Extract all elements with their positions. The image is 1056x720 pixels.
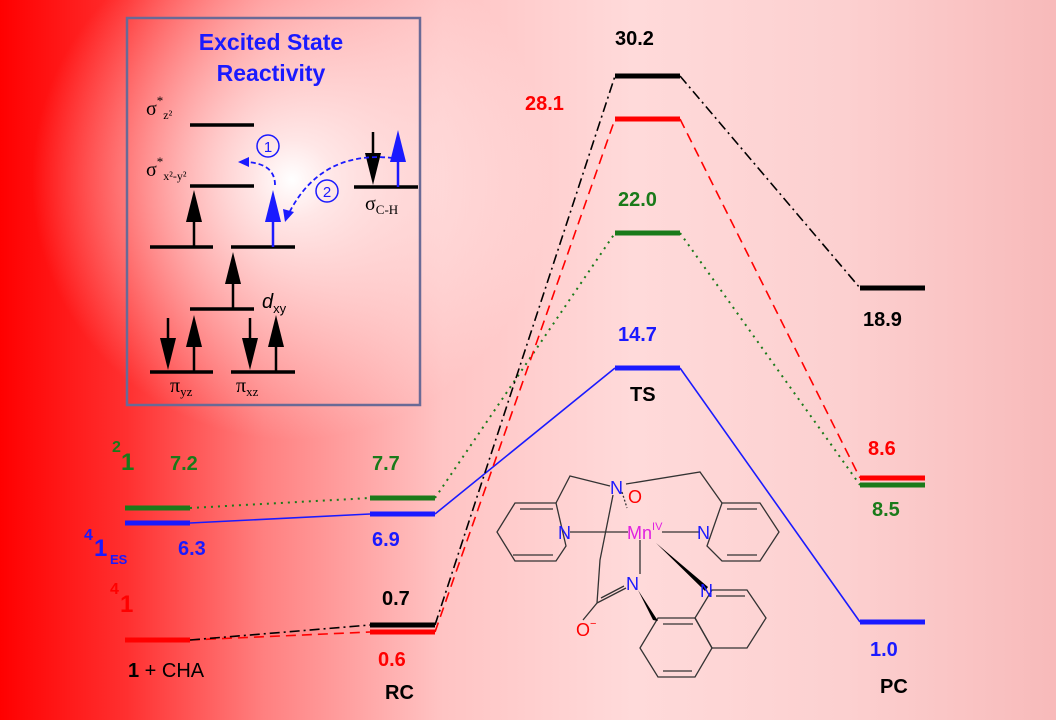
svg-text:2: 2	[323, 184, 331, 201]
inset-title-1: Excited State	[199, 29, 343, 55]
step-2-marker: 2	[315, 179, 339, 203]
orbital-pi-xz: πxz	[236, 375, 259, 399]
energy-green-ts: 22.0	[618, 189, 657, 211]
energy-blue-rc: 6.9	[372, 529, 400, 551]
excited-state-inset: Excited State Reactivity σ*z² σ*x²-y² dx…	[125, 16, 422, 407]
inset-title-2: Reactivity	[217, 60, 326, 86]
svg-text:4: 4	[84, 527, 93, 544]
quinoline-benzo	[639, 617, 713, 678]
right-pyridine-ring	[706, 502, 780, 562]
step-1-marker: 1	[256, 134, 280, 158]
electron-arrows	[160, 130, 406, 372]
svg-text:1: 1	[94, 535, 107, 562]
svg-text:1: 1	[121, 449, 134, 476]
blue-path	[189, 367, 861, 623]
energy-red-pc: 8.6	[868, 438, 896, 460]
column-ts-label: TS	[630, 384, 656, 406]
energy-black-ts: 30.2	[615, 28, 654, 50]
energy-red-ts: 28.1	[525, 93, 564, 115]
state-label-2-1: 2 1	[112, 439, 134, 476]
energy-red-rc: 0.6	[378, 649, 406, 671]
state-label-4-1: 4 1	[110, 581, 133, 618]
state-label-4-1-es: 4 1 ES	[84, 527, 128, 567]
left-pyridine-ring	[496, 502, 567, 562]
molecule-atoms: N O MnIV N N N N O−	[558, 478, 713, 640]
energy-green-pc: 8.5	[872, 499, 900, 521]
column-pc-label: PC	[880, 676, 908, 698]
atom-o-minus: O−	[576, 618, 596, 640]
atom-n-amine: N	[610, 478, 623, 498]
svg-text:ES: ES	[110, 552, 128, 567]
atom-n-amide: N	[626, 574, 639, 594]
svg-text:2: 2	[112, 439, 121, 456]
energy-blue-ts: 14.7	[618, 324, 657, 346]
column-rc-label: RC	[385, 682, 414, 704]
svg-text:1: 1	[264, 139, 272, 156]
orbital-sigma-x2y2: σ*x²-y²	[146, 154, 187, 183]
energy-black-pc: 18.9	[863, 309, 902, 331]
reactant-label: 1 + CHA	[128, 660, 205, 682]
energy-blue-pc: 1.0	[870, 639, 898, 661]
atom-mn: MnIV	[627, 521, 663, 543]
transfer-arrows	[244, 156, 394, 216]
energy-green-start: 7.2	[170, 453, 198, 475]
atom-n-right-py: N	[697, 523, 710, 543]
black-path	[189, 75, 861, 641]
green-path	[189, 232, 861, 509]
orbital-sigma-z2: σ*z²	[146, 93, 173, 122]
orbital-sigma-ch: σC-H	[365, 193, 398, 217]
orbital-pi-yz: πyz	[170, 375, 193, 399]
orbital-dxy: dxy	[262, 291, 287, 316]
energy-levels	[125, 73, 925, 643]
atom-oxo: O	[628, 487, 642, 507]
atom-n-quinoline: N	[700, 581, 713, 601]
atom-n-left-py: N	[558, 523, 571, 543]
svg-text:1: 1	[120, 591, 133, 618]
svg-text:4: 4	[110, 581, 119, 598]
energy-blue-start: 6.3	[178, 538, 206, 560]
mn-complex-structure	[496, 471, 780, 678]
energy-black-rc: 0.7	[382, 588, 410, 610]
energy-green-rc: 7.7	[372, 453, 400, 475]
red-path	[189, 118, 861, 641]
